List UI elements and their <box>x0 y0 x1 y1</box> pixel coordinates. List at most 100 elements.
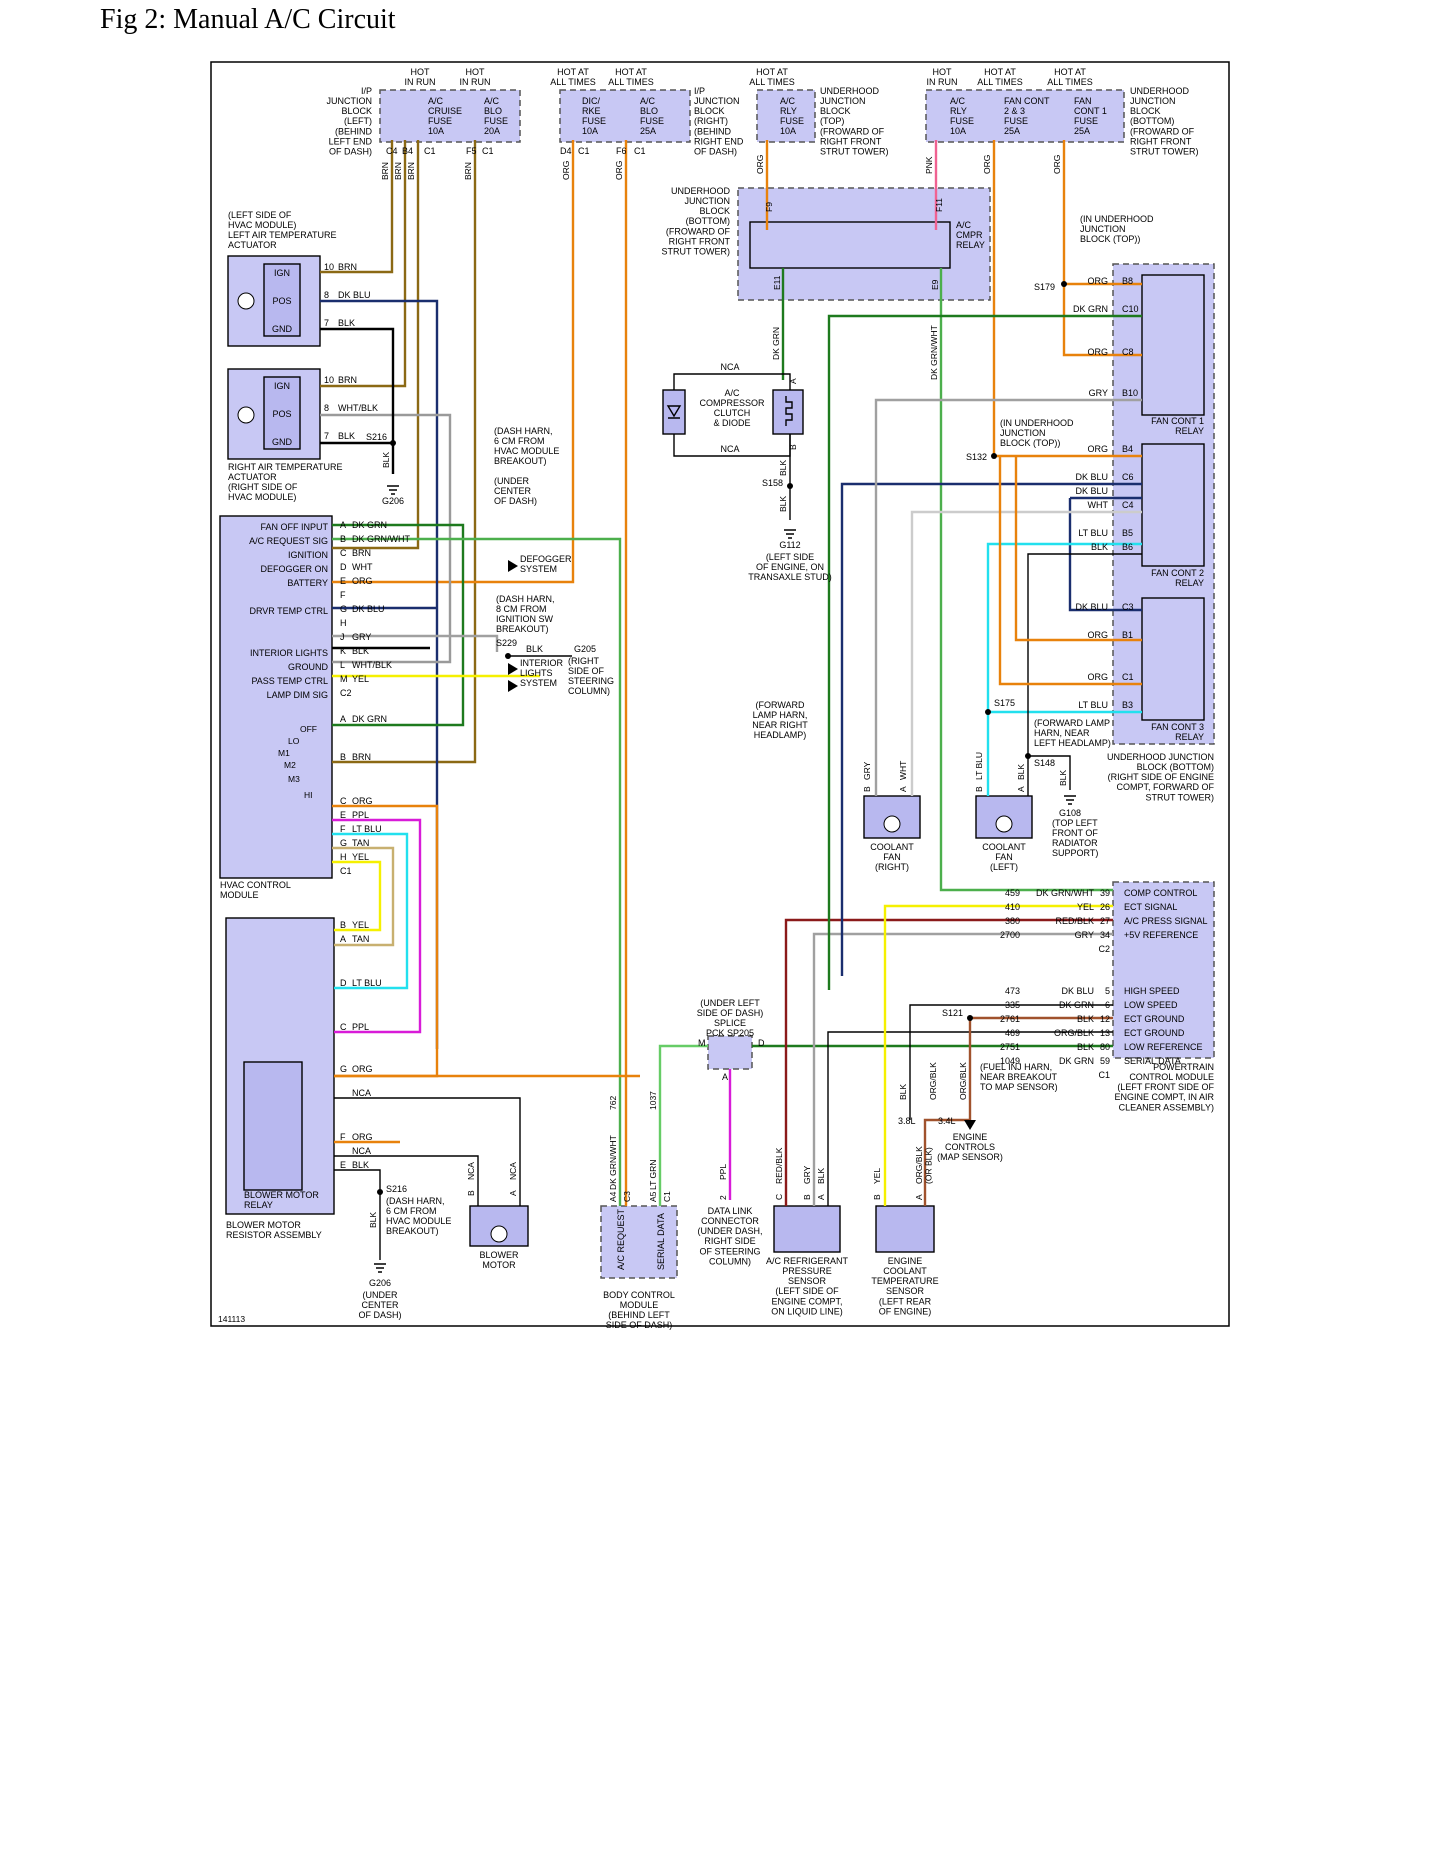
pcm-signal: ECT SIGNAL <box>1124 902 1177 912</box>
pressure-pin: B <box>802 1194 812 1200</box>
pcm-box <box>1112 881 1215 1059</box>
coolant_fan_left-pin: LT BLU <box>974 752 984 780</box>
hvac-module-box <box>219 515 333 879</box>
pressure-wire: GRY <box>802 1165 812 1184</box>
hvac-switch-label: M2 <box>284 760 296 770</box>
pcm-pin: 39 <box>1100 888 1110 898</box>
blower-pin: A <box>508 1190 518 1196</box>
fan-relay-wire: ORG <box>1087 630 1108 640</box>
hvac-pin2-color: DK GRN <box>352 714 387 724</box>
hvac-switch-label: M1 <box>278 748 290 758</box>
hvac-pin-color: BRN <box>352 548 371 558</box>
hvac-pin2: C1 <box>340 866 352 876</box>
pcm-pin: 12 <box>1100 1014 1110 1024</box>
pcm-signal: ECT GROUND <box>1124 1014 1185 1024</box>
ect-pin: A <box>914 1194 924 1200</box>
hvac-input: FAN OFF INPUT <box>261 522 329 532</box>
pcm-signal: COMP CONTROL <box>1124 888 1197 898</box>
hvac-pin: J <box>340 632 345 642</box>
g112-id: G112 <box>779 540 800 550</box>
wire-label-top-left: BRN <box>463 162 473 180</box>
hvac-switch-label: LO <box>288 736 300 746</box>
s229-id: S229 <box>496 638 517 648</box>
ip-left-block <box>379 89 521 143</box>
wire-dkgrnwht-cmpr <box>939 268 1113 892</box>
wire-dkblu-highspeed <box>840 482 1142 976</box>
wire-label-top-right: ORG <box>614 161 624 180</box>
hvac-input: A/C REQUEST SIG <box>249 536 328 546</box>
s121-wire: ORG/BLK <box>958 1062 968 1100</box>
left_actuator-pin: GND <box>272 324 293 334</box>
hvac-input: IGNITION <box>288 550 328 560</box>
fan-relay-wire: ORG <box>1087 444 1108 454</box>
s216-bottom-id: S216 <box>386 1184 407 1194</box>
figure-id: 141113 <box>218 1314 245 1324</box>
s216-top-id: S216 <box>366 432 387 442</box>
bcm-pin: A4 <box>608 1191 618 1202</box>
wire-blk-s121 <box>909 1004 1113 1120</box>
wire-ltblu-hvac-f <box>332 832 409 990</box>
s121-id: S121 <box>942 1008 963 1018</box>
wire-blk-fan <box>1027 553 1142 796</box>
hvac-pin2: H <box>340 852 347 862</box>
fan-relay-pin: B6 <box>1122 542 1133 552</box>
wire-dkgrn-fanoff <box>332 523 465 727</box>
wire-nca-relay2 <box>334 1155 479 1206</box>
pcm-wire: BLK <box>1077 1014 1094 1024</box>
pcm-wire: DK GRN/WHT <box>1036 888 1094 898</box>
cmpr-pin: E9 <box>930 279 940 290</box>
hvac-pin2-color: TAN <box>352 838 369 848</box>
fan-relay-wire: BLK <box>1091 542 1108 552</box>
pcm-circuit: 410 <box>1005 902 1020 912</box>
hvac-input: GROUND <box>288 662 328 672</box>
bcm-box <box>600 1205 678 1279</box>
coolant-fan-right-motor-icon <box>883 815 901 833</box>
pcm-wire: DK BLU <box>1061 986 1094 996</box>
underhood-bottom-block <box>925 89 1125 143</box>
fan-relay-wire: GRY <box>1089 388 1108 398</box>
wire-org-fan1 <box>1062 140 1142 357</box>
coolant_fan_right-pin: WHT <box>898 761 908 780</box>
sp205-box <box>707 1035 753 1070</box>
hvac-switch-label: M3 <box>288 774 300 784</box>
right_actuator-wire-color: BRN <box>338 375 357 385</box>
fan-relay-wire: LT BLU <box>1078 528 1108 538</box>
s179-id: S179 <box>1034 282 1055 292</box>
hvac-pin: C2 <box>340 688 352 698</box>
hvac-pin2: G <box>340 838 347 848</box>
fan-relay-pin: C4 <box>1122 500 1134 510</box>
pcm-circuit: 2761 <box>1000 1014 1020 1024</box>
left_actuator-wire-color: BLK <box>338 318 355 328</box>
hvac-pin-color: GRY <box>352 632 371 642</box>
wire-brn-hvac-b2 <box>332 140 477 764</box>
g206-top-id: G206 <box>382 496 404 506</box>
wire-nca-cmpr-bottom <box>673 434 791 457</box>
wire-brn-hvac-c <box>332 140 420 550</box>
hvac-pin2-color: YEL <box>352 852 369 862</box>
coolant_fan_right-pin: A <box>898 786 908 792</box>
fan-relay-pin: B10 <box>1122 388 1138 398</box>
wire-ltgrn-bcm <box>658 1044 708 1206</box>
fan-relay-pin: C6 <box>1122 472 1134 482</box>
hvac-pin: A <box>340 520 346 530</box>
wire-dkblu-fan3 <box>1068 498 1142 612</box>
wire-tan-hvac-g <box>332 846 395 947</box>
hvac-input: INTERIOR LIGHTS <box>250 648 328 658</box>
pcm-circuit: 2751 <box>1000 1042 1020 1052</box>
ip-left-pin: B4 <box>402 146 413 156</box>
wire-label-fuse-out: ORG <box>755 155 765 174</box>
